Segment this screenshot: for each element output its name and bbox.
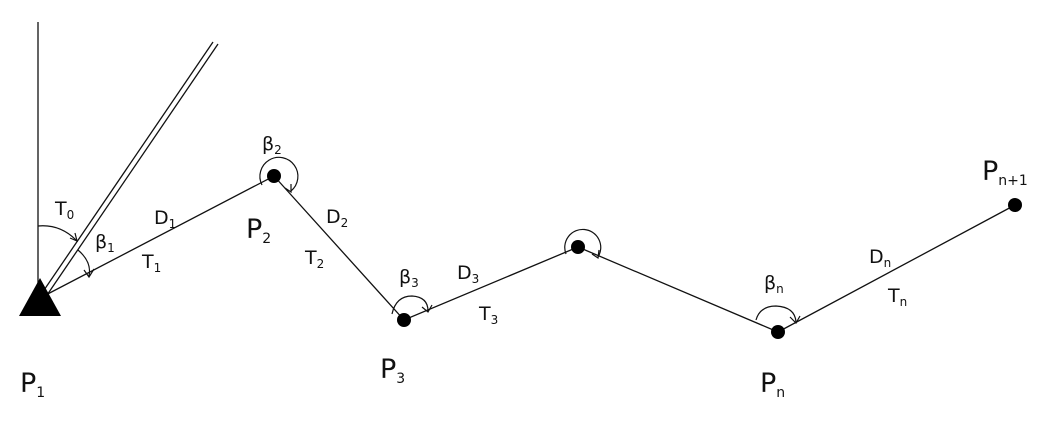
traverse-path: [39, 175, 1016, 333]
angle-arc-p4: [564, 228, 602, 258]
backsight-line-a: [39, 41, 214, 297]
bearing-label-t0: T0: [54, 198, 74, 222]
angle-label-betan: βn: [764, 272, 784, 296]
distance-label-d1: D1: [154, 207, 176, 231]
point-label-pn1: Pn+1: [982, 156, 1028, 189]
angle-arc-p4-arrow: [591, 249, 600, 260]
distance-label-d3: D3: [457, 262, 479, 286]
bearing-label-tn: Tn: [887, 285, 907, 309]
point-label-p2: P2: [246, 214, 271, 247]
angle-arc-beta3: [391, 295, 429, 315]
angle-label-beta2: β2: [262, 133, 282, 157]
station-marker-pn1: [1008, 198, 1022, 212]
station-marker-pn: [771, 325, 785, 339]
angle-arc-betan-arrow: [789, 315, 801, 324]
station-marker-p3: [397, 313, 411, 327]
distance-label-d2: D2: [326, 206, 348, 230]
distance-label-dn: Dn: [869, 246, 891, 270]
station-marker-p4: [571, 240, 585, 254]
angle-label-beta1: β1: [95, 231, 115, 255]
angle-arc-beta1: [77, 249, 91, 277]
backsight-line-b: [44, 43, 219, 299]
bearing-label-t1: T1: [141, 251, 161, 275]
angle-arc-beta3-arrow: [421, 304, 433, 313]
station-marker-p1-triangle: [19, 278, 61, 316]
point-label-p3: P3: [380, 354, 405, 387]
angle-arc-beta2: [259, 156, 299, 192]
station-marker-p2: [267, 169, 281, 183]
point-label-p1: P1: [20, 368, 45, 401]
bearing-label-t2: T2: [304, 247, 324, 271]
angle-arc-betan: [755, 305, 797, 323]
bearing-label-t3: T3: [478, 303, 498, 327]
angle-arc-t0-arrow: [69, 232, 78, 243]
angle-arc-beta1-arrow: [83, 268, 95, 279]
angle-arc-beta2-arrow: [284, 184, 292, 194]
angle-arc-t0: [37, 225, 77, 241]
angle-label-beta3: β3: [399, 266, 419, 290]
point-label-pn: Pn: [760, 368, 785, 401]
